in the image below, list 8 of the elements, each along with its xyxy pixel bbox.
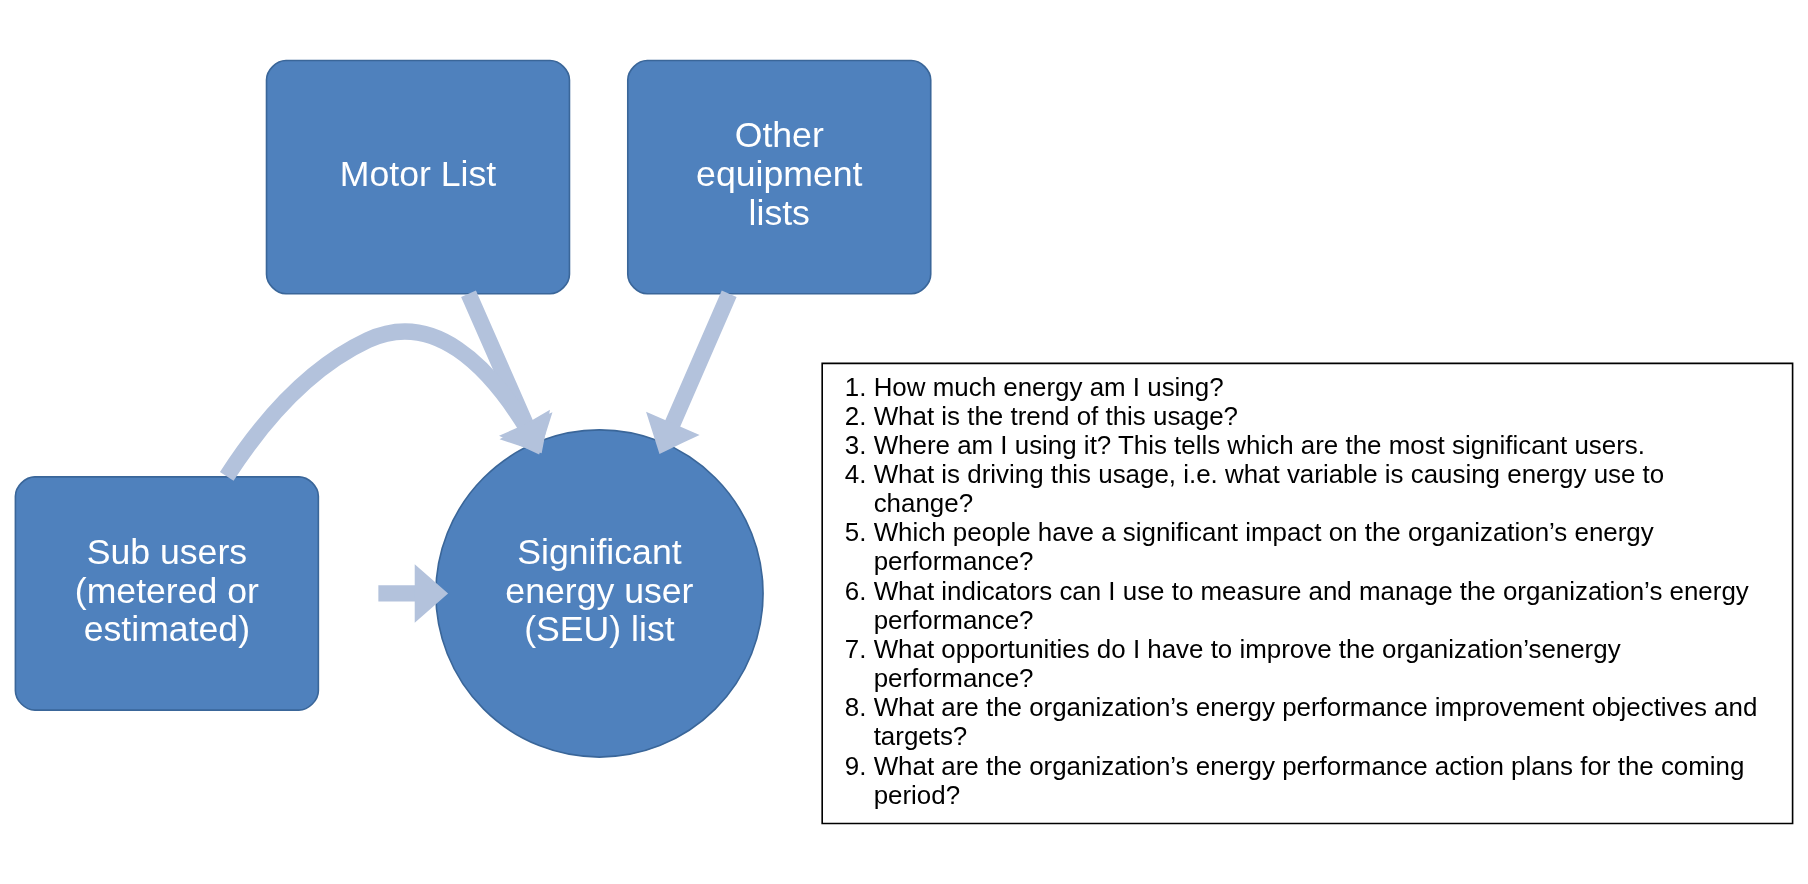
node-box: Other equipment lists (626, 59, 932, 295)
node-box: 1. How much energy am I using? 2. What is the trend of this usage? 3. Where am I using it? This tells which are the most significant users. 4. What is driving this usage, i.e. what variable is causing energy use to change? 5. Which people have a significant impact on the organization’s energy performance? 6. What indicators can I use to measure and manage the organization’s energy performance? 7. What opportunities do I have to improve the organization’senergy performance? 8. What are the organization’s energy performance improvement objectives and targets? 9. What are the organization’s energy performance action plans for the coming period? (821, 362, 1794, 825)
arrow (220, 323, 550, 481)
arrow (378, 564, 449, 623)
node-box: Sub users (metered or estimated) (14, 476, 320, 711)
node-circle: Significant energy user (SEU) list (435, 429, 764, 758)
arrow (646, 290, 737, 454)
node-box: Motor List (265, 59, 571, 295)
